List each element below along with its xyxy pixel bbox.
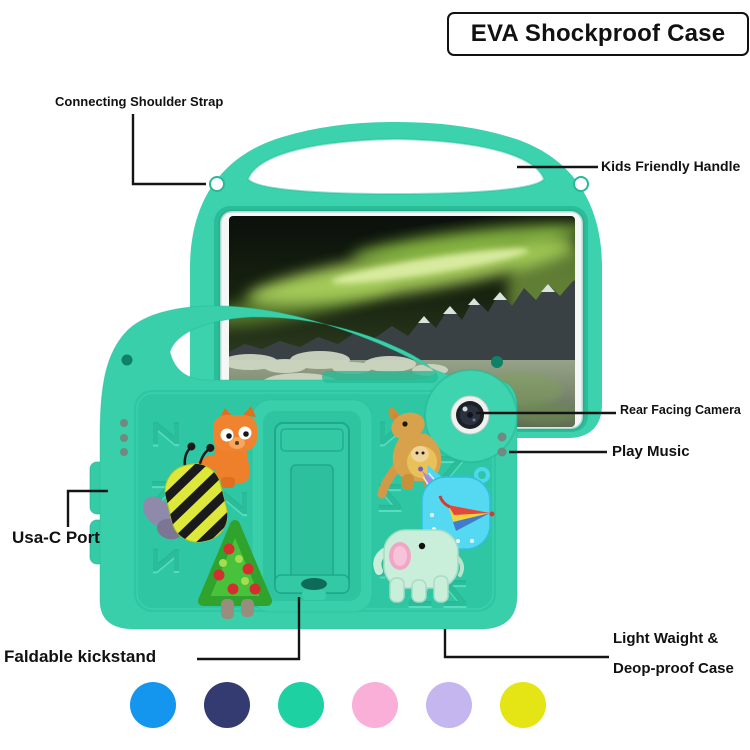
- callout-camera: Rear Facing Camera: [620, 403, 741, 417]
- front-strap-hole-right: [491, 356, 503, 368]
- snow-caps: [418, 284, 555, 323]
- leader-shoulder-strap: [131, 114, 206, 186]
- kickstand-leg: [290, 464, 334, 584]
- title-badge: EVA Shockproof Case: [447, 12, 749, 56]
- svg-text:Z: Z: [144, 547, 185, 573]
- speaker-holes: [497, 432, 507, 457]
- svg-text:Z: Z: [144, 422, 185, 448]
- color-swatch-navy: [204, 682, 250, 728]
- strap-hole-right: [573, 176, 589, 192]
- callout-weight-line1: Light Waight &: [613, 630, 719, 647]
- callout-handle: Kids Friendly Handle: [601, 158, 741, 174]
- kangaroo-charm: [377, 407, 442, 499]
- leader-port: [66, 489, 108, 527]
- rainbow-umbrella: [438, 495, 495, 531]
- volume-pin-holes: [120, 419, 128, 456]
- leader-weight: [443, 629, 609, 659]
- color-swatch-blue: [130, 682, 176, 728]
- elephant-charm: [373, 529, 465, 603]
- callout-speaker: Play Music: [612, 443, 690, 460]
- page-title: EVA Shockproof Case: [470, 20, 726, 47]
- color-swatch-pink: [352, 682, 398, 728]
- leader-lines: [66, 114, 616, 661]
- callout-weight-line2: Deop-proof Case: [613, 660, 734, 677]
- leader-kickstand: [197, 597, 301, 661]
- tree-charm: [198, 520, 272, 619]
- strap-hole-left: [209, 176, 225, 192]
- back-handle-opening: [246, 137, 546, 196]
- color-swatch-lavender: [426, 682, 472, 728]
- front-case: ZZZZZZZZZZZZZZZZZZZZZZZZZZ: [89, 305, 518, 630]
- top-recess: [322, 371, 438, 383]
- color-swatch-teal: [278, 682, 324, 728]
- callout-kickstand: Faldable kickstand: [4, 647, 157, 666]
- kickstand: [251, 399, 373, 613]
- front-strap-hole-left: [121, 354, 133, 366]
- color-options: [0, 682, 750, 728]
- svg-text:Z: Z: [144, 420, 185, 446]
- callout-port: Usa-C Port: [12, 528, 100, 547]
- rear-camera: [424, 369, 518, 463]
- svg-text:Z: Z: [144, 549, 185, 575]
- callout-shoulder-strap: Connecting Shoulder Strap: [55, 94, 224, 109]
- color-swatch-yellow: [500, 682, 546, 728]
- kickstand-notch: [301, 578, 327, 590]
